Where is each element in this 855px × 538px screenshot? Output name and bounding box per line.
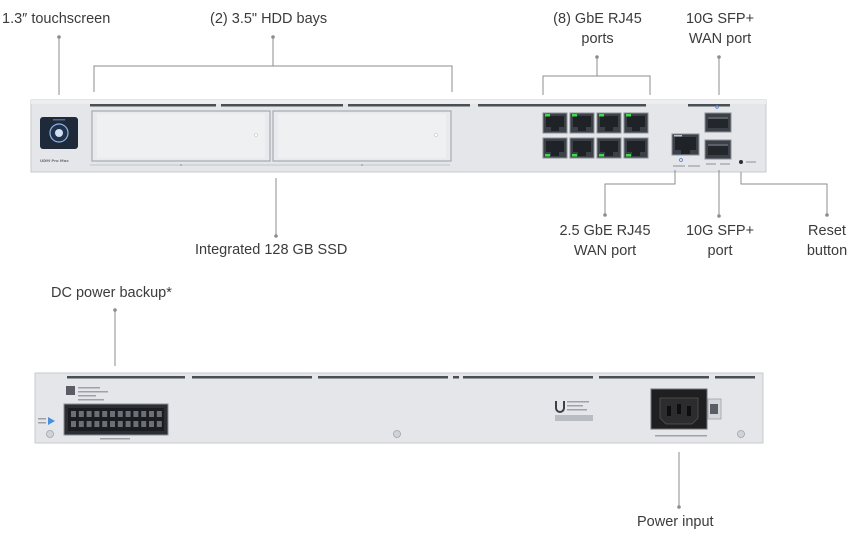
dc-connector-pin (78, 411, 84, 417)
front-leader-lines (58, 37, 828, 236)
dc-connector-pin (86, 421, 92, 427)
dc-connector-pin (133, 421, 139, 427)
rear-screws (46, 430, 745, 438)
callout-rj45-wan-line1: 2.5 GbE RJ45 (559, 223, 651, 239)
dc-power-backup-connector[interactable] (63, 403, 169, 436)
dc-connector-pin (141, 421, 147, 427)
rear-leader-lines (114, 310, 680, 507)
dc-connector-pin (71, 411, 76, 417)
dc-connector-pin (141, 411, 147, 417)
callout-sfp-port-line1: 10G SFP+ (685, 223, 755, 239)
rj45-port[interactable] (623, 112, 649, 134)
dc-connector-pin (86, 411, 92, 417)
dc-connector-pin (94, 411, 100, 417)
front-panel: UDM Pro Max (30, 99, 767, 173)
port-link-led (545, 154, 550, 157)
port-link-led (572, 154, 577, 157)
callout-sfp-wan-line2: WAN port (688, 31, 752, 47)
rear-panel (34, 372, 764, 444)
rj45-wan-port[interactable] (671, 133, 700, 156)
sfp-port[interactable] (704, 139, 732, 160)
dc-connector-pin (125, 421, 131, 427)
dc-connector-pin (149, 421, 154, 427)
rj45-port[interactable] (542, 137, 568, 159)
callout-rj45-wan: 2.5 GbE RJ45 WAN port (545, 221, 665, 261)
dc-connector-pin (102, 421, 108, 427)
dc-connector-pin (110, 411, 115, 417)
ac-power-inlet[interactable] (650, 388, 708, 430)
dc-connector-pin (133, 411, 139, 417)
hdd-bay-2[interactable] (272, 110, 452, 162)
dc-connector-pin (78, 421, 84, 427)
callout-hdd-bays: (2) 3.5" HDD bays (210, 11, 328, 27)
port-link-led (599, 114, 604, 117)
callout-rj45-ports-line2: ports (581, 31, 614, 47)
dc-connector-pin (71, 421, 76, 427)
rj45-port[interactable] (623, 137, 649, 159)
front-vent-slots (90, 104, 730, 107)
port-link-led (572, 114, 577, 117)
dc-connector-pin (117, 411, 123, 417)
dc-connector-pin (102, 411, 108, 417)
rj45-port[interactable] (596, 137, 622, 159)
callout-rj45-ports-line1: (8) GbE RJ45 (553, 11, 642, 27)
sfp-wan-port[interactable] (704, 112, 732, 133)
regulatory-marks (555, 415, 593, 421)
front-leader-dots (57, 35, 829, 238)
callout-sfp-port-line2: port (707, 243, 733, 259)
touchscreen-display[interactable] (40, 117, 78, 149)
reset-button[interactable] (739, 160, 743, 164)
callout-dc-power: DC power backup* (51, 285, 172, 301)
callout-sfp-wan-line1: 10G SFP+ (685, 11, 755, 27)
callout-sfp-port: 10G SFP+ port (670, 221, 770, 261)
rj45-port[interactable] (542, 112, 568, 134)
dc-connector-pin (94, 421, 100, 427)
rj45-ports-group (542, 112, 649, 159)
dc-connector-pin (125, 411, 131, 417)
dc-connector-pin (149, 411, 154, 417)
callout-ssd: Integrated 128 GB SSD (195, 242, 348, 258)
dc-connector-pin (110, 421, 115, 427)
rj45-port[interactable] (596, 112, 622, 134)
callout-sfp-wan: 10G SFP+ WAN port (670, 9, 770, 49)
port-link-led (545, 114, 550, 117)
callout-rj45-wan-line2: WAN port (573, 243, 637, 259)
callout-reset-line1: Reset (808, 223, 846, 239)
dc-connector-pin (156, 421, 162, 427)
ubiquiti-logo (555, 401, 565, 413)
rj45-port[interactable] (569, 112, 595, 134)
dc-connector-pin (156, 411, 162, 417)
port-link-led (626, 114, 631, 117)
callout-reset-line2: button (806, 243, 848, 259)
callout-power-input: Power input (637, 514, 714, 530)
dc-connector-pin (117, 421, 123, 427)
callout-touchscreen: 1.3″ touchscreen (2, 11, 111, 27)
rj45-port[interactable] (569, 137, 595, 159)
port-link-led (599, 154, 604, 157)
port-link-led (626, 154, 631, 157)
hdd-bay-1[interactable] (91, 110, 271, 162)
callout-reset: Reset button (795, 221, 855, 261)
callout-rj45-ports: (8) GbE RJ45 ports (540, 9, 655, 49)
model-label: UDM Pro Max (40, 158, 69, 163)
